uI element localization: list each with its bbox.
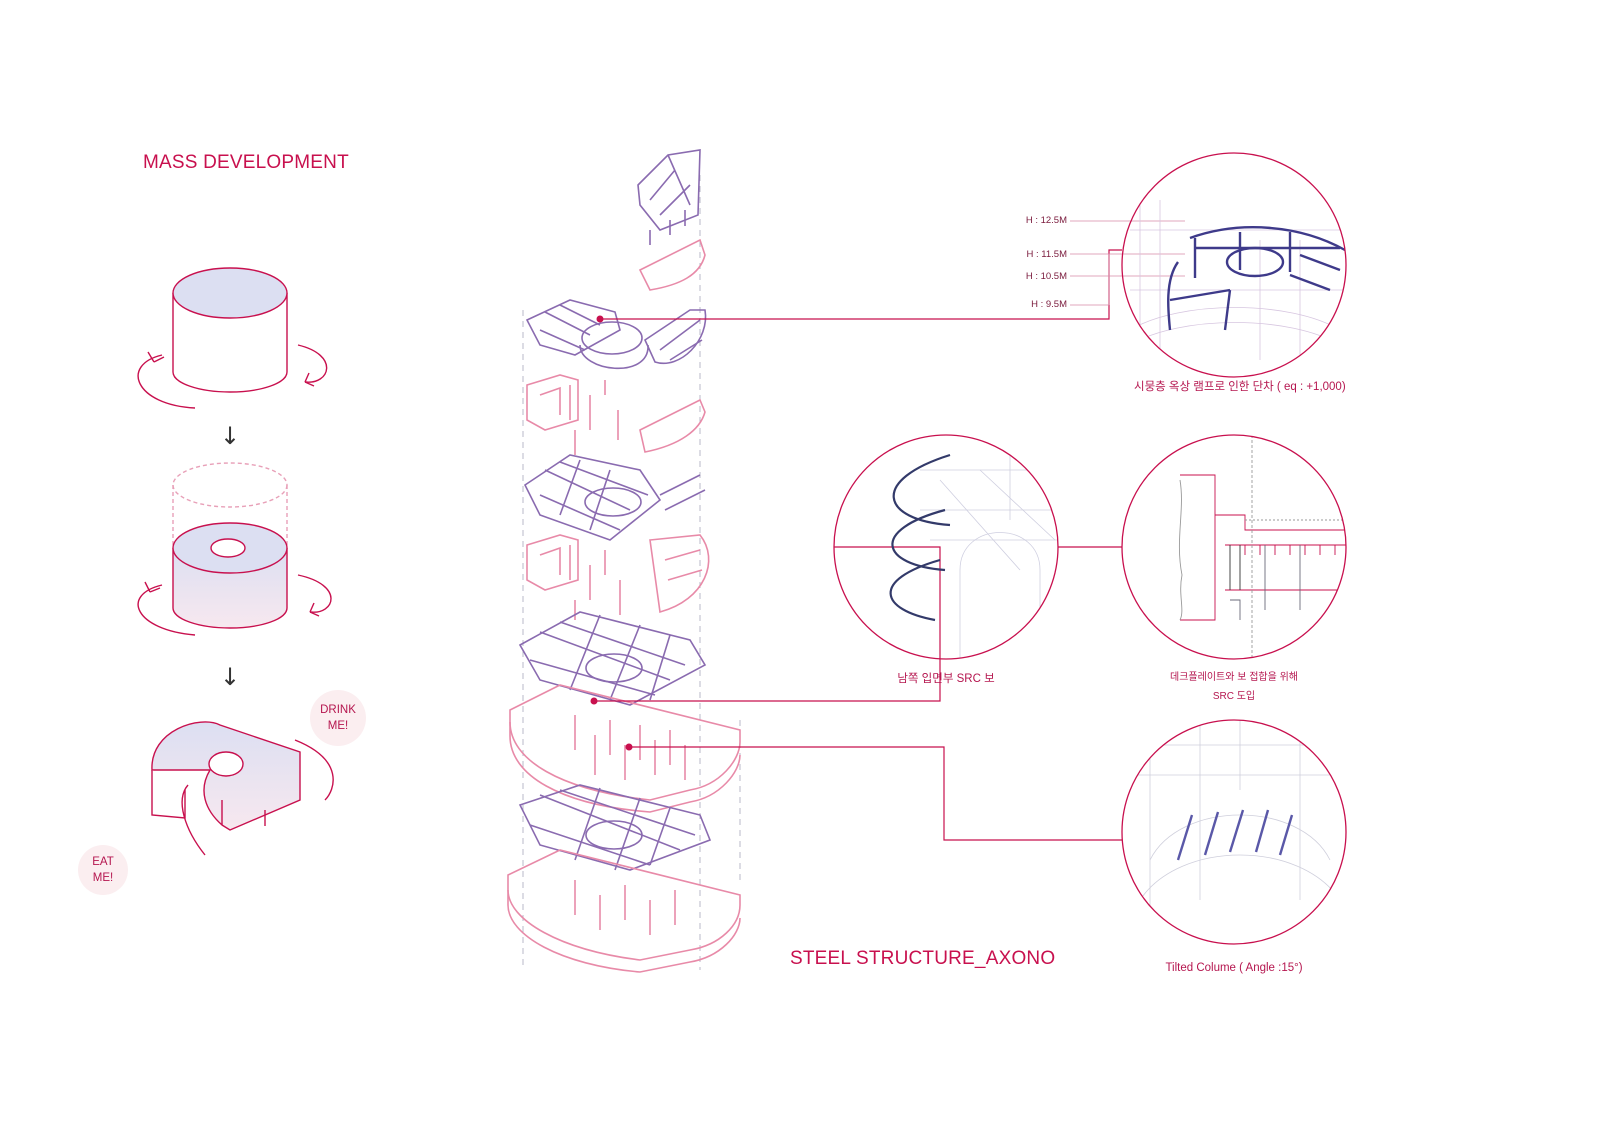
callout-lines bbox=[594, 220, 1185, 841]
steel-structure-title: STEEL STRUCTURE_AXONO bbox=[790, 948, 1056, 969]
layer-roof-wall bbox=[638, 238, 706, 291]
steel-axono bbox=[507, 149, 741, 973]
layer-grid-2 bbox=[518, 611, 707, 706]
down-arrow-1: ↓ bbox=[220, 422, 240, 450]
caption-tilted-column: Tilted Colume ( Angle :15°) bbox=[1165, 962, 1303, 974]
mass-step-final bbox=[151, 721, 334, 856]
mass-step-cylinder bbox=[137, 267, 328, 409]
mass-development-title: MASS DEVELOPMENT bbox=[143, 152, 349, 173]
detail-circle-tilted-column bbox=[1121, 719, 1347, 945]
height-label-12-5: H : 12.5M bbox=[1025, 215, 1067, 226]
layer-ground-slab bbox=[507, 849, 741, 973]
caption-ramp: 시뭉층 옥상 램프로 인한 단차 ( eq : +1,000) bbox=[1134, 381, 1346, 393]
layer-grid-3 bbox=[523, 454, 706, 541]
layer-walls-2 bbox=[526, 534, 710, 620]
height-label-9-5: H : 9.5M bbox=[1031, 299, 1067, 310]
layer-walls-3 bbox=[526, 374, 706, 455]
eat-me-bubble: EAT ME! bbox=[78, 845, 128, 895]
height-label-10-5: H : 10.5M bbox=[1025, 271, 1067, 282]
callout-dots bbox=[590, 315, 633, 751]
layer-slab-1 bbox=[509, 684, 741, 813]
mass-step-ring bbox=[137, 462, 332, 636]
layer-roof-cap bbox=[637, 149, 701, 245]
detail-circle-ramp bbox=[1121, 152, 1347, 378]
caption-deck-line2: SRC 도입 bbox=[1212, 691, 1256, 702]
layer-grid-4 bbox=[525, 299, 707, 370]
caption-south-src: 남쪽 입면부 SRC 보 bbox=[897, 673, 995, 685]
detail-circle-south-src bbox=[833, 434, 1059, 660]
detail-circle-deck-section bbox=[1121, 434, 1347, 660]
height-label-11-5: H : 11.5M bbox=[1026, 249, 1067, 260]
down-arrow-2: ↓ bbox=[220, 663, 240, 691]
caption-deck-line1: 데크플레이트와 보 접합을 위해 bbox=[1170, 672, 1298, 683]
layer-grid-0 bbox=[518, 784, 712, 871]
drink-me-bubble: DRINK ME! bbox=[310, 690, 366, 746]
